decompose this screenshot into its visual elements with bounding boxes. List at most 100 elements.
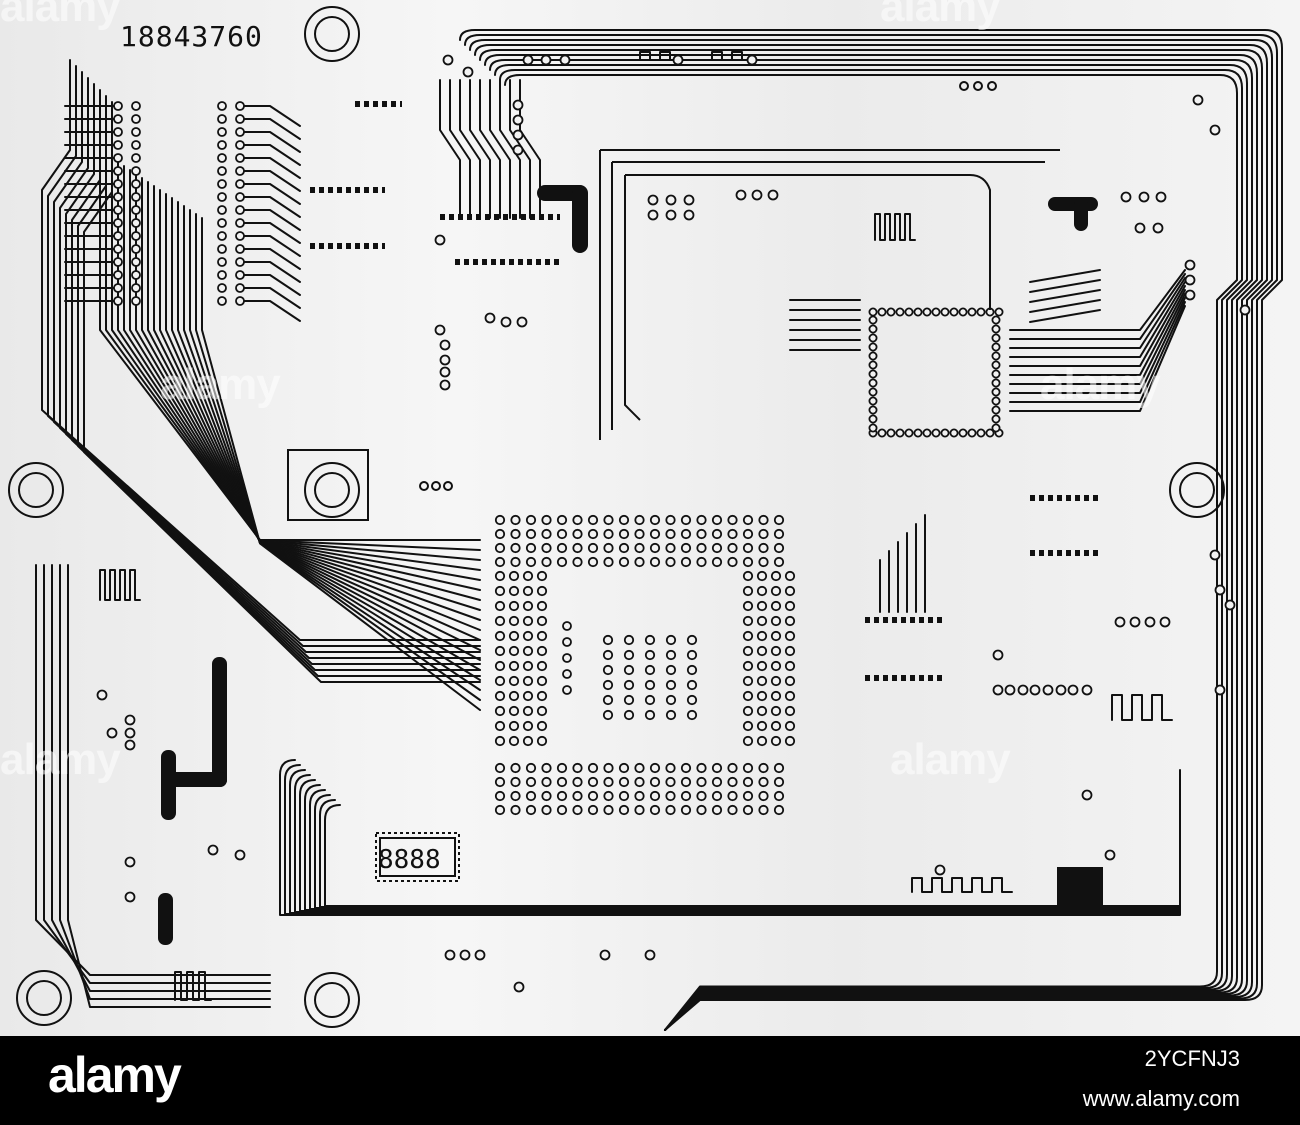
mcu-frame xyxy=(599,149,1060,440)
bga-via xyxy=(494,735,506,747)
component-pad xyxy=(647,209,659,221)
bga-via xyxy=(696,542,707,554)
bga-via xyxy=(742,804,754,816)
left-edge-trace xyxy=(43,564,271,984)
bga-via xyxy=(541,790,552,802)
thermal-via xyxy=(602,649,614,661)
bga-via xyxy=(536,600,548,612)
mcu-pin-pad xyxy=(868,396,878,406)
top-connector-trace xyxy=(459,79,481,219)
mcu-pin-pad xyxy=(967,307,977,317)
bga-via xyxy=(784,660,796,672)
thermal-via xyxy=(602,679,614,691)
mcu-pin-pad xyxy=(991,324,1001,334)
meander-trace xyxy=(1111,694,1173,721)
bga-via xyxy=(727,514,738,526)
bga-via xyxy=(680,790,692,802)
thermal-via xyxy=(562,637,572,647)
via-pad xyxy=(131,179,141,189)
component-pad xyxy=(434,324,446,336)
bga-via xyxy=(525,514,537,526)
mcu-fan-trace xyxy=(1009,281,1186,358)
via-pad xyxy=(131,231,141,241)
header-trace xyxy=(242,274,301,296)
bga-via xyxy=(508,645,520,657)
bga-via xyxy=(556,542,568,554)
component-pad xyxy=(672,54,684,66)
bga-via xyxy=(541,514,552,526)
via-pad xyxy=(113,257,123,267)
mcu-pin-pad xyxy=(949,428,959,438)
via-pad xyxy=(217,283,227,293)
mcu-pin-pad xyxy=(922,307,932,317)
bga-via xyxy=(649,528,661,540)
bga-via xyxy=(649,776,661,788)
mcu-pin-pad xyxy=(868,423,878,433)
thermal-via xyxy=(644,664,656,676)
bga-via xyxy=(784,615,796,627)
component-pad xyxy=(124,856,136,868)
header-trace xyxy=(242,157,301,179)
component-pad xyxy=(1081,684,1093,696)
bga-via xyxy=(727,528,738,540)
bga-via xyxy=(634,776,645,788)
component-pad xyxy=(1104,849,1116,861)
bga-via xyxy=(522,585,534,597)
via-pad xyxy=(113,101,123,111)
mcu-pin-pad xyxy=(991,342,1001,352)
via-pad xyxy=(235,205,245,215)
mcu-pin-pad xyxy=(985,428,995,438)
bga-via xyxy=(522,705,534,717)
via-pad xyxy=(217,231,227,241)
via-pad xyxy=(235,296,245,306)
bga-via xyxy=(634,804,645,816)
component-pad xyxy=(735,189,747,201)
top-connector-trace xyxy=(489,79,511,219)
component-pad xyxy=(1138,191,1150,203)
comb-trace xyxy=(1029,309,1101,323)
bga-via xyxy=(494,790,506,802)
bga-via xyxy=(742,630,754,642)
bga-via xyxy=(784,630,796,642)
component-pad xyxy=(1214,584,1226,596)
bga-via xyxy=(618,762,630,774)
bga-via xyxy=(587,776,599,788)
bga-via xyxy=(742,585,754,597)
serial-number-label: 18843760 xyxy=(120,20,263,53)
bga-via xyxy=(587,804,599,816)
left-edge-trace xyxy=(35,564,271,976)
bga-via xyxy=(536,735,548,747)
via-pad xyxy=(113,244,123,254)
mcu-pin-pad xyxy=(949,307,959,317)
via-pad xyxy=(113,205,123,215)
component-pad xyxy=(124,891,136,903)
bga-via xyxy=(758,528,769,540)
component-pad xyxy=(992,684,1004,696)
via-pad xyxy=(217,270,227,280)
bga-via xyxy=(572,804,583,816)
bga-via xyxy=(680,556,692,568)
mcu-pin-pad xyxy=(991,405,1001,415)
bga-via xyxy=(756,735,768,747)
mcu-pin-pad xyxy=(991,387,1001,397)
top-connector-trace xyxy=(439,79,461,219)
via-pad xyxy=(235,192,245,202)
bga-via xyxy=(556,790,568,802)
bga-via xyxy=(508,615,520,627)
ribbon-trace xyxy=(183,205,481,681)
bottom-bus-trace xyxy=(324,804,1181,907)
thermal-via xyxy=(602,694,614,706)
bga-via xyxy=(494,720,506,732)
bga-via xyxy=(572,528,583,540)
component-pad xyxy=(444,949,456,961)
bga-via xyxy=(756,690,768,702)
bga-via xyxy=(494,776,506,788)
component-pad xyxy=(1184,289,1196,301)
mcu-pin-pad xyxy=(895,307,905,317)
bga-via xyxy=(541,776,552,788)
bga-via xyxy=(665,528,676,540)
via-pad xyxy=(235,166,245,176)
ribbon-trace xyxy=(189,209,481,691)
ribbon-trace xyxy=(105,153,481,551)
via-pad xyxy=(235,153,245,163)
